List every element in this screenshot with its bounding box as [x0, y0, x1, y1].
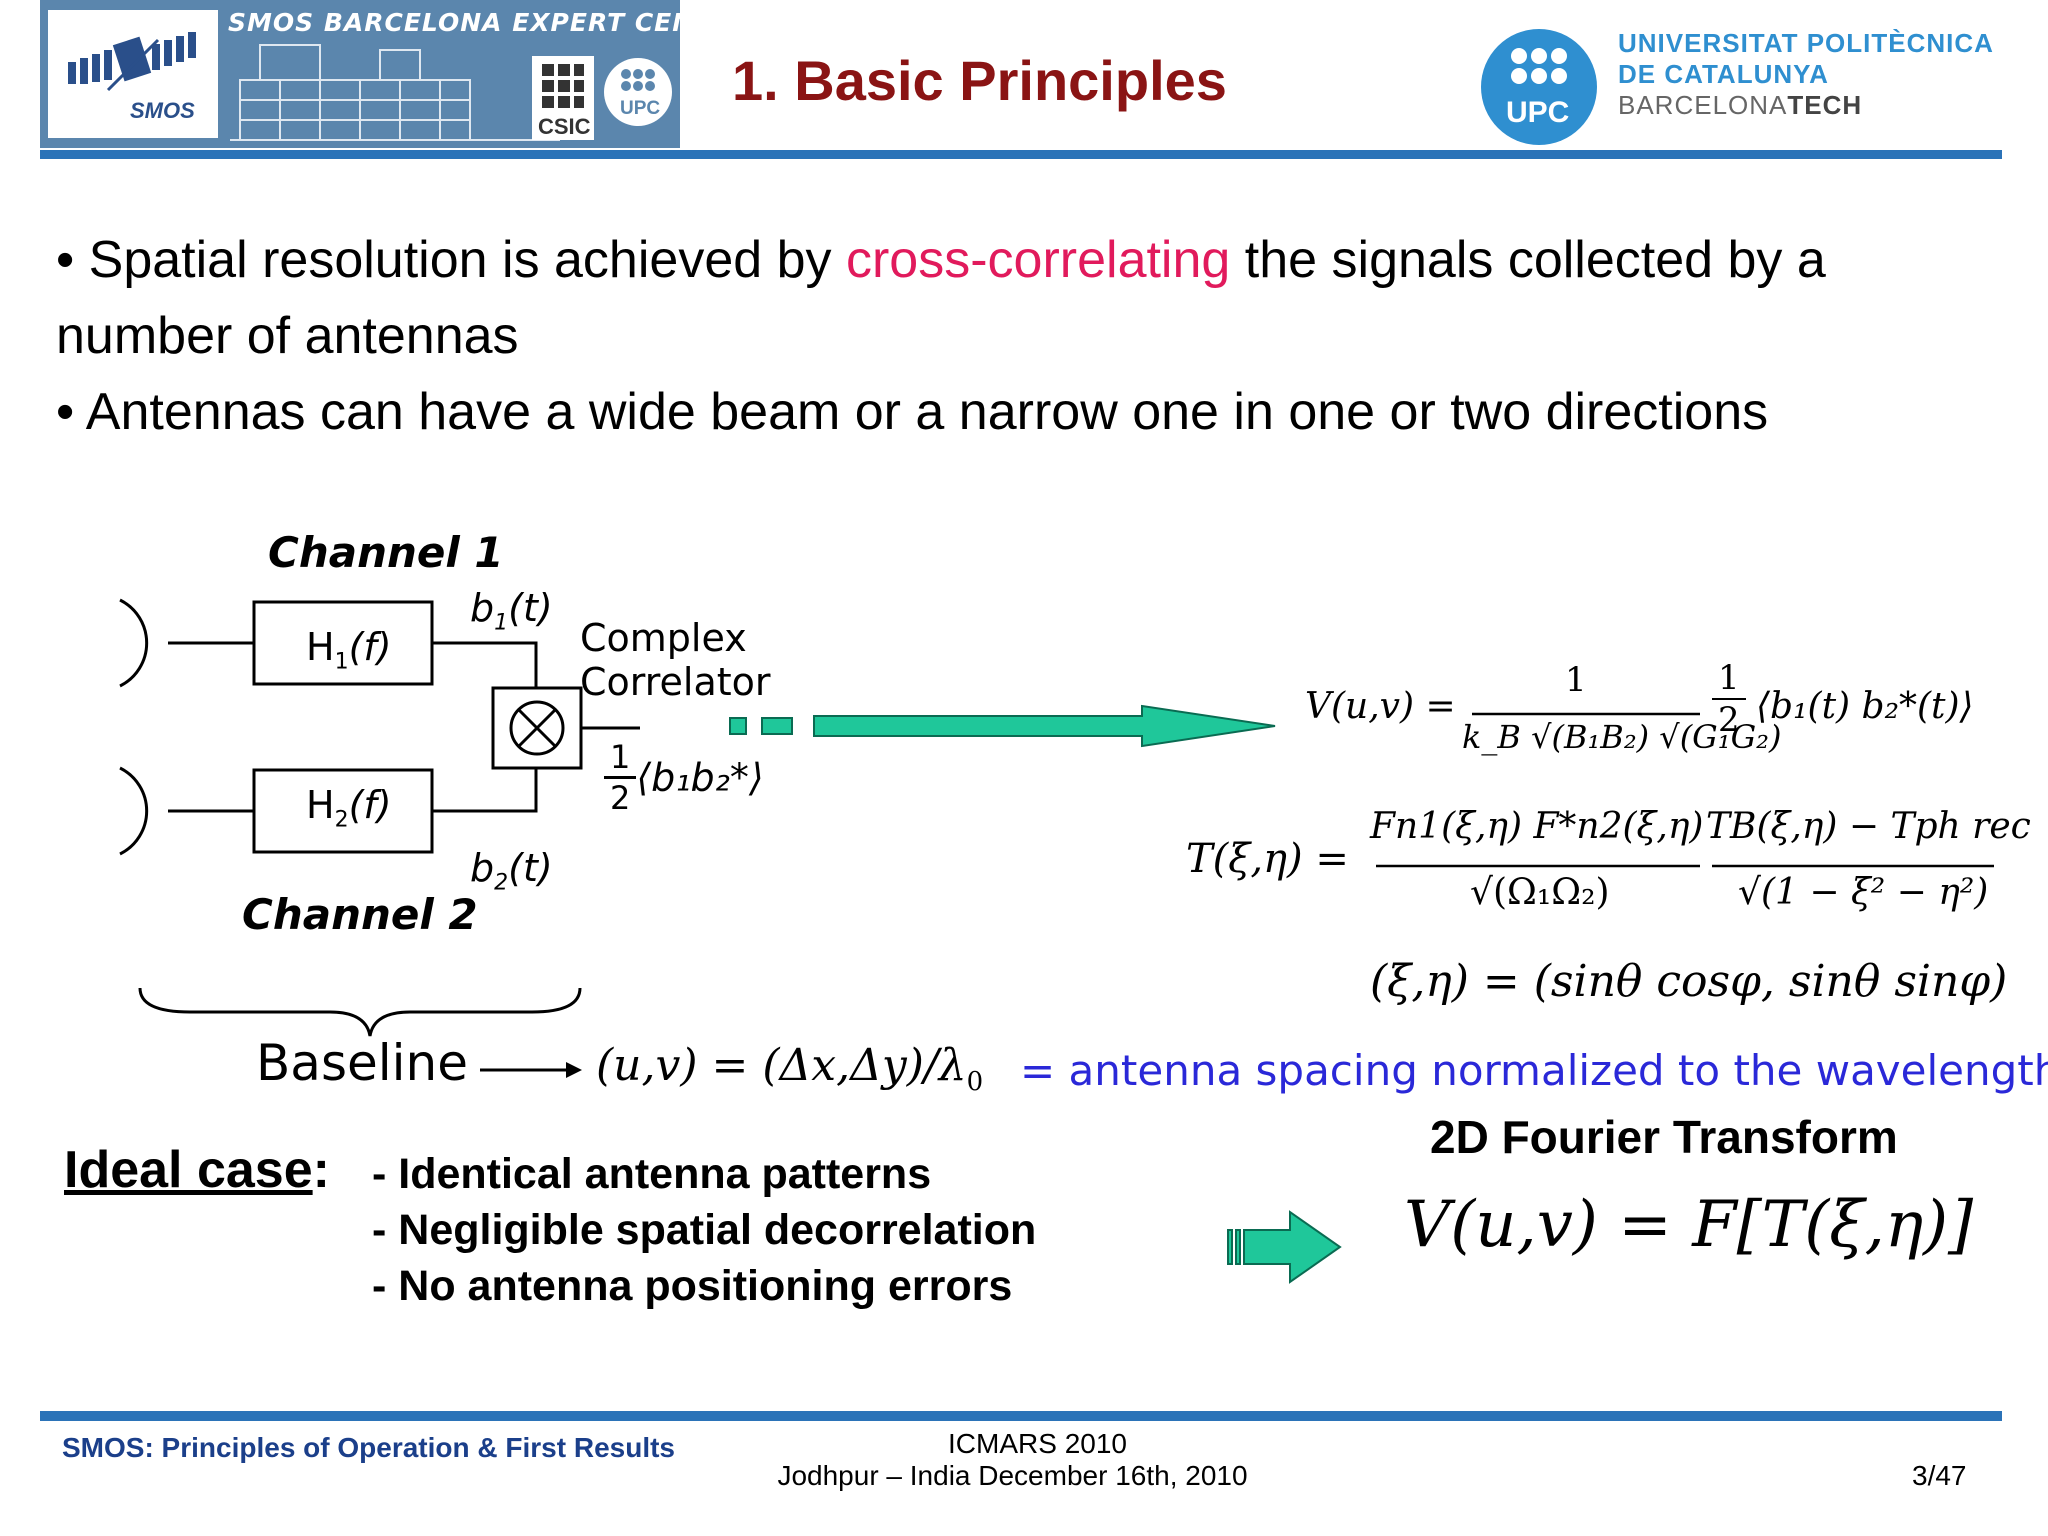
correlator-label-line2: Correlator	[580, 660, 771, 704]
v-eq-den: k_B √(B₁B₂) √(G₁G₂)	[1462, 718, 1782, 756]
b1-symbol: b	[470, 586, 495, 630]
v-eq-num: 1	[1565, 660, 1587, 700]
smos-logo: SMOS	[48, 10, 218, 138]
ideal-item: - No antenna positioning errors	[372, 1262, 1013, 1310]
h1-arg: (f)	[348, 625, 392, 669]
ideal-case-label: Ideal case:	[64, 1140, 330, 1200]
h1-sub: 1	[334, 649, 349, 675]
antenna-1-dish	[119, 598, 149, 688]
bullet-1-pre: Spatial resolution is achieved by	[88, 231, 846, 289]
correlator-output-expr: ⟨b₁b₂*⟩	[636, 755, 764, 800]
csic-emblem-icon	[542, 64, 584, 108]
antenna-2-dish	[119, 766, 149, 856]
smos-barcelona-banner: SMOS CSIC UPC SMOS BARC	[40, 0, 680, 148]
footer-rule	[40, 1411, 2002, 1421]
channel-2-wire	[432, 768, 538, 813]
v-half-num: 1	[1712, 658, 1746, 700]
ideal-item: - Negligible spatial decorrelation	[372, 1206, 1037, 1254]
uv-expr: (u,v) = (Δx,Δy)/λ	[596, 1040, 967, 1091]
university-name: UNIVERSITAT POLITÈCNICA DE CATALUNYA BAR…	[1618, 28, 1994, 121]
upc-circle-icon	[1481, 29, 1597, 145]
h2-arg: (f)	[348, 783, 392, 827]
university-line3-a: BARCELONA	[1618, 90, 1788, 120]
half-num: 1	[604, 738, 637, 779]
v-half-den: 2	[1718, 700, 1740, 740]
bullet-2: • Antennas can have a wide beam or a nar…	[56, 374, 2016, 450]
t-eq-lhs: T(ξ,η) =	[1186, 836, 1349, 882]
university-line3-b: TECH	[1787, 90, 1863, 120]
upc-small-circle-icon	[604, 58, 672, 126]
channel-2-label: Channel 2	[242, 890, 478, 939]
smos-logo-text: SMOS	[130, 98, 195, 123]
baseline-arrowhead	[566, 1062, 582, 1078]
ideal-case-colon: :	[312, 1141, 330, 1199]
b2-symbol: b	[470, 846, 495, 890]
csic-logo-text: CSIC	[538, 114, 591, 139]
fourier-equation: V(u,v) = F[T(ξ,η)]	[1404, 1188, 1974, 1262]
t-eq-num1: Fn1(ξ,η) F*n2(ξ,η)	[1370, 806, 1704, 847]
csic-logo: CSIC	[532, 56, 594, 140]
fourier-arrow-icon	[1227, 1210, 1342, 1284]
bullet-dot: •	[56, 383, 86, 441]
slide-title: 1. Basic Principles	[732, 49, 1227, 112]
banner-title: SMOS BARCELONA EXPERT CENTRE	[228, 8, 680, 37]
ideal-item: - Identical antenna patterns	[372, 1150, 932, 1198]
channel-1-label: Channel 1	[268, 528, 504, 577]
upc-logo-text: UPC	[1506, 96, 1570, 129]
correlator-label-line1: Complex	[580, 616, 747, 660]
correlator-label: Complex Correlator	[580, 616, 771, 704]
uv-equation: (u,v) = (Δx,Δy)/λ0	[596, 1040, 983, 1097]
upc-small-logo-text: UPC	[620, 98, 661, 119]
h2-symbol: H	[306, 783, 335, 827]
b1-arg: (t)	[508, 586, 553, 630]
channel-1-wire	[432, 641, 538, 688]
footer-conference: ICMARS 2010	[948, 1428, 1127, 1459]
bullet-1-post: the signals collected by a number of ant…	[56, 231, 1826, 365]
b2-signal-label: b2(t)	[470, 846, 553, 896]
t-eq-num2: TB(ξ,η) − Tph rec	[1706, 806, 2031, 847]
xi-eta-equation: (ξ,η) = (sinθ cosφ, sinθ sinφ)	[1370, 956, 2008, 1007]
b1-signal-label: b1(t)	[470, 586, 553, 636]
university-line1: UNIVERSITAT POLITÈCNICA	[1618, 28, 1994, 58]
building-illustration	[230, 44, 560, 141]
uv-note: = antenna spacing normalized to the wave…	[1020, 1046, 2048, 1095]
upc-small-logo: UPC	[602, 56, 674, 140]
bullet-2-text: Antennas can have a wide beam or a narro…	[85, 383, 1769, 441]
multiplier-icon	[509, 700, 565, 756]
university-line2: DE CATALUNYA	[1618, 59, 1829, 89]
fourier-title: 2D Fourier Transform	[1430, 1111, 1898, 1163]
uv-sub: 0	[966, 1066, 984, 1097]
footer-location-date: Jodhpur – India December 16th, 2010	[777, 1460, 1248, 1491]
upc-logo: UPC	[1480, 28, 1598, 146]
baseline-brace	[138, 987, 582, 1037]
baseline-label: Baseline	[256, 1034, 468, 1092]
bullet-1: • Spatial resolution is achieved by cros…	[56, 222, 2016, 374]
ideal-case-title: Ideal case	[64, 1141, 313, 1199]
b2-arg: (t)	[508, 846, 553, 890]
footer-presentation-title: SMOS: Principles of Operation & First Re…	[62, 1432, 675, 1463]
filter-h2-label: H2(f)	[306, 783, 392, 833]
bullet-1-accent: cross-correlating	[845, 231, 1231, 289]
t-eq-den1: √(Ω₁Ω₂)	[1470, 872, 1610, 913]
v-eq-lhs: V(u,v) =	[1305, 686, 1456, 727]
half-den: 2	[610, 779, 631, 817]
correlator-to-equation-arrow	[729, 704, 1276, 748]
satellite-icon	[68, 32, 196, 92]
bullet-dot: •	[56, 231, 89, 289]
page-number: 3/47	[1912, 1460, 1967, 1491]
t-eq-den2: √(1 − ξ² − η²)	[1738, 872, 1989, 913]
h2-sub: 2	[334, 807, 349, 833]
header-rule	[40, 150, 2002, 159]
b2-sub: 2	[494, 870, 509, 896]
h1-symbol: H	[306, 625, 335, 669]
v-eq-rhs: ⟨b₁(t) b₂*(t)⟩	[1756, 686, 1974, 727]
b1-sub: 1	[494, 610, 509, 636]
filter-h1-label: H1(f)	[306, 625, 392, 675]
university-line3: BARCELONATECH	[1618, 90, 1994, 121]
